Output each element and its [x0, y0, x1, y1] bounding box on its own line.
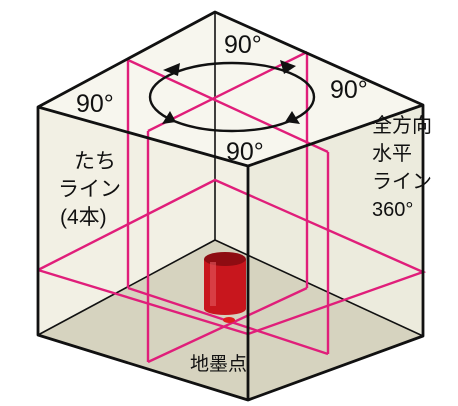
back-edges	[37, 12, 424, 337]
plumb-dot	[223, 317, 235, 323]
horizontal-line-label-4: 360°	[372, 199, 413, 221]
labels: 90° 90° 90° 90° たち ライン (4本) 全方向 水平 ライン 3…	[58, 31, 432, 375]
angle-right-label: 90°	[330, 76, 368, 104]
horizontal-line-label-3: ライン	[372, 171, 432, 193]
vertical-lines-label-3: (4本)	[60, 206, 107, 229]
angle-left-label: 90°	[76, 90, 114, 118]
rotation-arrows-icon	[148, 60, 316, 133]
horizontal-line-label-1: 全方向	[372, 114, 432, 137]
laser-top-a	[127, 58, 329, 154]
laser-device-icon	[204, 252, 246, 323]
vertical-lines-label-2: ライン	[58, 178, 121, 201]
angle-top-label: 90°	[224, 31, 262, 59]
angle-bottom-label: 90°	[226, 138, 264, 166]
horizontal-line-label-2: 水平	[372, 142, 412, 165]
plumb-point-label: 地墨点	[190, 353, 247, 375]
laser-floor-b	[147, 286, 308, 364]
vertical-lines-label-1: たち	[74, 150, 116, 173]
laser-top-b	[147, 50, 308, 133]
box-outline	[36, 10, 425, 402]
